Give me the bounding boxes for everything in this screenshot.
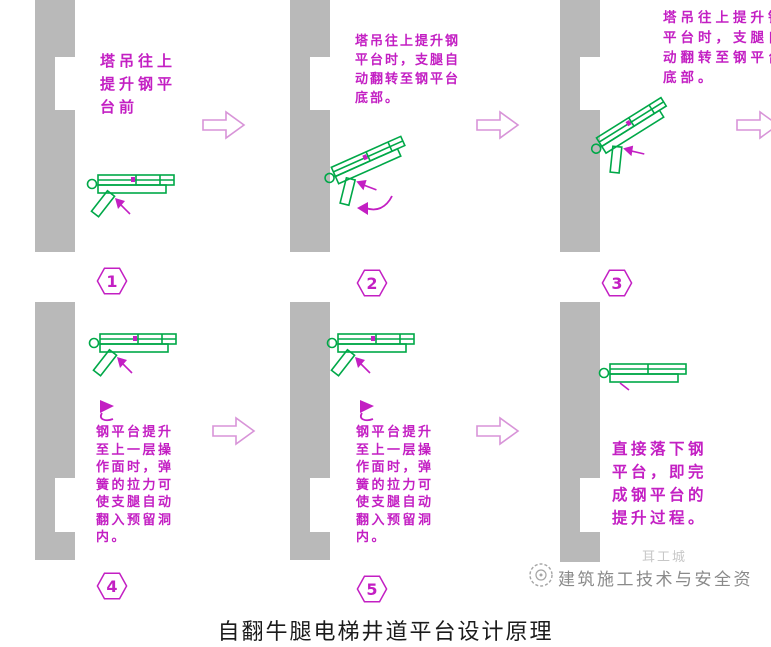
step-number-label: 2 xyxy=(366,273,378,293)
rotation-arrow-icon xyxy=(356,192,396,218)
shaft-wall-1 xyxy=(35,0,75,252)
next-step-arrow-2 xyxy=(476,110,520,140)
wall-notch-4 xyxy=(55,478,75,532)
step-number-label: 1 xyxy=(106,271,118,291)
step-text-5: 钢平台提升 至上一层操 作面时，弹 簧的拉力可 使支腿自动 翻入预留洞 内。 xyxy=(356,425,434,545)
wall-notch-1 xyxy=(55,57,75,110)
step-number-4: 4 xyxy=(96,571,128,601)
shaft-wall-2 xyxy=(290,0,330,252)
step-number-label: 4 xyxy=(106,576,118,596)
steel-platform-4 xyxy=(86,326,182,382)
wall-notch-3 xyxy=(580,57,600,110)
step-number-1: 1 xyxy=(96,266,128,296)
wall-notch-6 xyxy=(580,478,600,532)
wall-notch-5 xyxy=(310,478,330,532)
wall-notch-2 xyxy=(310,57,330,110)
rotation-arrow-icon xyxy=(96,398,136,424)
step-text-6: 直接落下钢 平台，即完 成钢平台的 提升过程。 xyxy=(612,440,708,527)
step-text-1: 塔吊往上 提升钢平 台前 xyxy=(100,52,177,116)
shaft-wall-4 xyxy=(35,302,75,560)
steel-platform-6 xyxy=(596,352,692,392)
step-number-2: 2 xyxy=(356,268,388,298)
steel-platform-1 xyxy=(84,167,180,223)
steel-platform-5 xyxy=(324,326,420,382)
next-step-arrow-1 xyxy=(202,110,246,140)
watermark-stamp-icon xyxy=(528,562,554,588)
next-step-arrow-3 xyxy=(736,110,771,140)
watermark-text: 建筑施工技术与安全资 xyxy=(558,570,753,590)
step-text-4: 钢平台提升 至上一层操 作面时，弹 簧的拉力可 使支腿自动 翻入预留洞 内。 xyxy=(96,425,174,545)
faint-watermark-text: 耳工城 xyxy=(642,550,688,565)
step-number-label: 5 xyxy=(366,579,378,599)
rotation-arrow-icon xyxy=(356,398,396,424)
step-number-label: 3 xyxy=(611,273,623,293)
shaft-wall-3 xyxy=(560,0,600,252)
shaft-wall-6 xyxy=(560,302,600,562)
step-text-2: 塔吊往上提升钢 平台时，支腿自 动翻转至钢平台 底部。 xyxy=(355,34,461,106)
step-number-3: 3 xyxy=(601,268,633,298)
step-number-5: 5 xyxy=(356,574,388,604)
next-step-arrow-5 xyxy=(476,416,520,446)
diagram-caption: 自翻牛腿电梯井道平台设计原理 xyxy=(217,620,554,645)
shaft-wall-5 xyxy=(290,302,330,560)
next-step-arrow-4 xyxy=(212,416,256,446)
step-text-3: 塔吊往上提升钢 平台时，支腿自 动翻转至钢平台 底部。 xyxy=(663,10,771,86)
